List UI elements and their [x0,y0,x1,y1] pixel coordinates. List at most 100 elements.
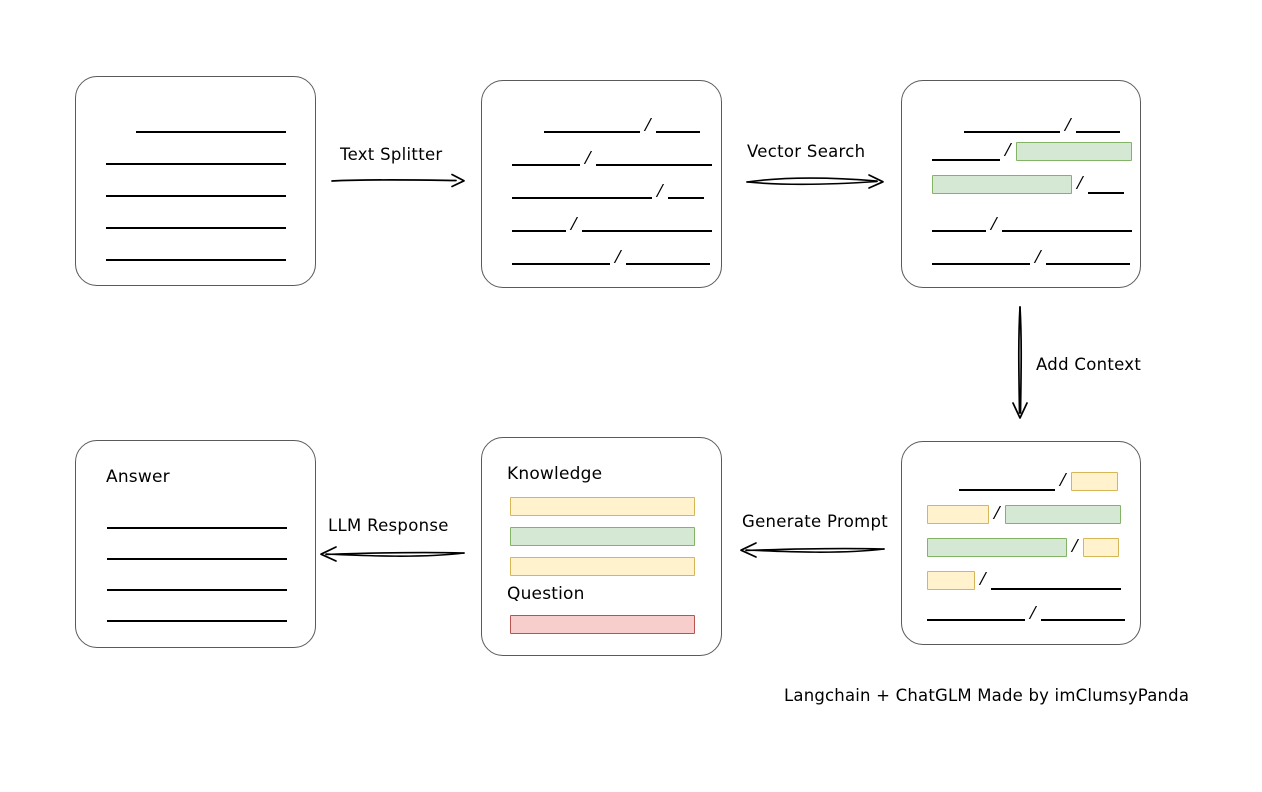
edge-add-context: Add Context [1008,305,1168,425]
edge-text-splitter: Text Splitter [330,145,470,195]
table-row [76,239,315,261]
text-line [106,259,286,261]
text-line [512,230,566,232]
node-context-document[interactable]: / / / / / [901,441,1141,645]
text-line [595,164,712,166]
table-row: / [482,144,721,169]
question-label: Question [507,584,585,604]
text-line [964,131,1060,133]
text-line [106,227,286,229]
arrow-down-icon [1012,306,1028,419]
text-line [1045,263,1130,265]
edge-vector-search: Vector Search [745,142,890,194]
table-row [76,507,315,529]
text-line [667,197,704,199]
matched-document-rows: / / / / / [902,81,1140,287]
split-document-rows: / / / / / [482,81,721,287]
highlight-chunk-green [932,174,1072,194]
table-row: / [482,210,721,234]
text-line [1075,131,1120,133]
arrow-left-icon [740,542,885,558]
text-line [512,263,610,265]
text-line [927,619,1025,621]
text-line [581,230,712,232]
text-line [136,131,286,133]
table-row: / [902,243,1140,268]
text-line [990,588,1121,590]
table-row: / [902,500,1140,528]
segment-separator: / [1077,172,1083,194]
table-row [76,175,315,197]
segment-separator: / [1072,535,1078,557]
table-row [76,143,315,165]
segment-separator: / [1035,246,1041,268]
table-row [76,600,315,622]
table-row: / [902,467,1140,495]
footer-credit: Langchain + ChatGLM Made by imClumsyPand… [784,686,1190,705]
text-line [106,163,286,165]
segment-separator: / [991,213,997,235]
segment-separator: / [585,147,591,169]
knowledge-label: Knowledge [507,464,603,484]
node-matched-document[interactable]: / / / / / [901,80,1141,288]
node-split-document[interactable]: / / / / / [481,80,722,288]
table-row: / [902,566,1140,594]
text-line [1040,619,1125,621]
text-line [625,263,710,265]
source-document-rows [76,77,315,285]
node-prompt[interactable]: Knowledge Question [481,437,722,656]
arrow-left-icon [320,546,465,562]
table-row [76,111,315,133]
table-row [76,207,315,229]
table-row: / [902,170,1140,198]
highlight-chunk-yellow [927,570,975,590]
answer-label: Answer [106,467,170,487]
table-row: / [902,111,1140,136]
highlight-chunk-yellow [927,504,989,524]
highlight-chunk-green [927,537,1067,557]
edge-label-llm-response: LLM Response [328,516,449,535]
text-line [512,197,652,199]
knowledge-bar-3 [510,557,695,576]
text-line [544,131,640,133]
segment-separator: / [1060,469,1066,491]
text-line [655,131,700,133]
highlight-chunk-green [1015,141,1132,161]
table-row [76,538,315,560]
text-line [107,558,287,560]
segment-separator: / [615,246,621,268]
text-line [106,195,286,197]
segment-separator: / [980,568,986,590]
table-row: / [902,533,1140,561]
edge-label-vector-search: Vector Search [747,142,866,161]
table-row: / [902,137,1140,165]
segment-separator: / [1030,602,1036,624]
knowledge-bar-2 [510,527,695,546]
arrow-right-icon [746,174,884,189]
text-line [932,159,1000,161]
table-row [76,569,315,591]
table-row: / [482,111,721,136]
table-row: / [902,210,1140,235]
edge-label-text-splitter: Text Splitter [340,145,443,164]
highlight-chunk-green [1004,504,1121,524]
text-line [959,489,1055,491]
node-source-document[interactable] [75,76,316,286]
knowledge-bar-1 [510,497,695,516]
edge-generate-prompt: Generate Prompt [738,512,888,564]
segment-separator: / [1065,114,1071,136]
edge-label-generate-prompt: Generate Prompt [742,512,888,531]
table-row: / [482,177,721,202]
table-row: / [482,243,721,268]
text-line [932,263,1030,265]
highlight-chunk-yellow [1070,471,1118,491]
text-line [512,164,580,166]
segment-separator: / [994,502,1000,524]
table-row: / [902,599,1140,624]
node-answer[interactable]: Answer [75,440,316,648]
segment-separator: / [645,114,651,136]
text-line [107,620,287,622]
segment-separator: / [657,180,663,202]
edge-llm-response: LLM Response [318,516,468,568]
